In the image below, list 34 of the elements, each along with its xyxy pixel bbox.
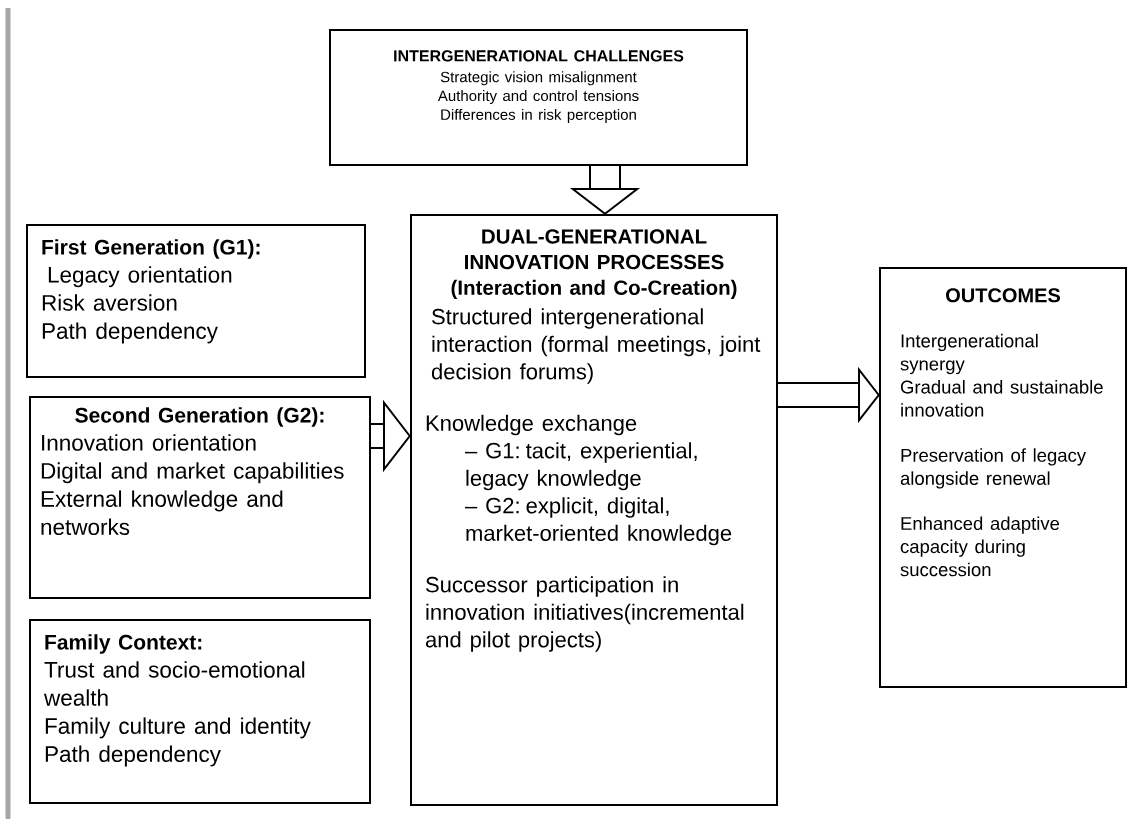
list-item: External knowledge and networks (41, 490, 283, 536)
list-item: Family culture and identity (45, 717, 311, 739)
list-item: – G2: explicit, digital, market-oriented knowledge (465, 497, 732, 546)
heading: Family Context: (45, 634, 202, 654)
heading: First Generation (G1): (42, 239, 260, 259)
list-item: Innovation orientation (42, 434, 256, 451)
process-box (29, 619, 371, 804)
process-box (410, 214, 778, 806)
process-box (879, 267, 1127, 688)
list-item: Strategic vision misalignment (440, 71, 637, 86)
list-item: – G1: tacit, experiential, legacy knowledge (465, 442, 697, 491)
list-item: Structured intergenerational interaction (formal meetings, joint decision forums) (431, 308, 761, 384)
process-box (26, 224, 366, 378)
list-item: Trust and socio-emotional wealth (43, 661, 305, 706)
list-item: Path dependency (45, 745, 221, 767)
list-item: Differences in risk perception (441, 108, 636, 123)
heading: INTERGENERATIONAL CHALLENGES (394, 50, 684, 62)
heading: DUAL-GENERATIONAL INNOVATION PROCESSES (465, 229, 724, 270)
list-item: Gradual and sustainable innovation (900, 380, 1103, 417)
list-item: Authority and control tensions (437, 90, 639, 105)
process-box (29, 396, 371, 599)
heading: Second Generation (G2): (75, 407, 324, 427)
list-item: Path dependency (42, 322, 218, 344)
list-item: Successor participation in innovation initiatives(incremental and pilot projects) (425, 576, 744, 652)
list-item: Knowledge exchange (426, 414, 637, 436)
list-item: Intergenerational synergy (900, 333, 1038, 375)
list-item: Risk aversion (42, 294, 177, 311)
heading: (Interaction and Co-Creation) (451, 279, 737, 299)
list-item: Digital and market capabilities (41, 462, 344, 484)
list-item: Enhanced adaptive capacity during succession (900, 516, 1060, 577)
heading: OUTCOMES (946, 288, 1060, 303)
list-item: Legacy orientation (48, 266, 232, 288)
list-item: Preservation of legacy alongside renewal (900, 448, 1087, 489)
process-box (329, 29, 748, 166)
